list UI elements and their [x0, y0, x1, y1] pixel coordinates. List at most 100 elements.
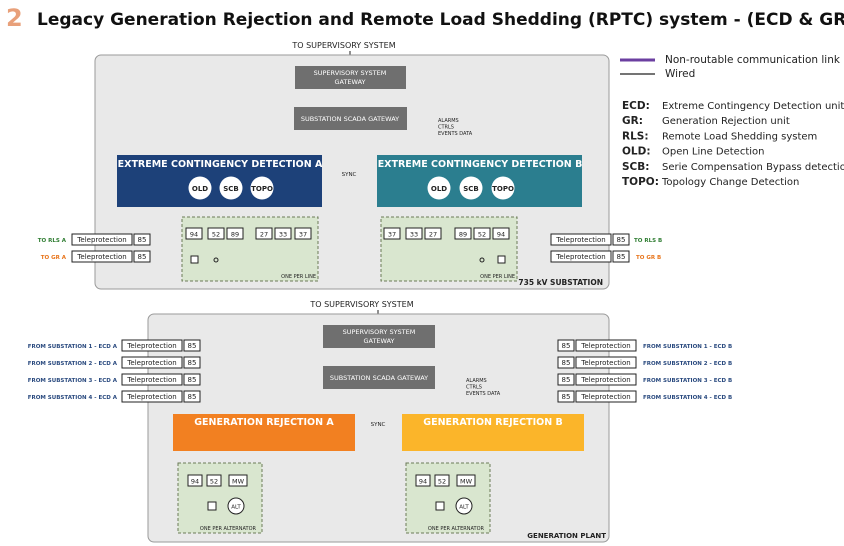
- from-b-teleprotection-label: Teleprotection: [580, 376, 630, 384]
- ecd-a-function-old: [188, 176, 212, 200]
- rls-b-teleprotection-box: [550, 233, 612, 246]
- from-b-teleprotection-label: Teleprotection: [580, 342, 630, 350]
- from-a-2-85-label: 85: [188, 359, 197, 367]
- shapes: Non-routable communication linkWiredECD:…: [28, 41, 844, 543]
- gr-a-teleprotection-label: Teleprotection: [76, 253, 126, 261]
- alarms-label: CTRLS: [438, 125, 454, 131]
- plant-gateway-label: GATEWAY: [363, 337, 394, 345]
- plant-to-supervisory-label: TO SUPERVISORY SYSTEM: [309, 300, 413, 309]
- from-b-label: FROM SUBSTATION 3 - ECD B: [643, 378, 732, 384]
- gr-b-relay-94: [415, 474, 431, 487]
- ecd-b-relay-label: 27: [429, 231, 437, 239]
- ecd-a-relay-label: 37: [299, 231, 307, 239]
- gr-b-relay-label: 94: [419, 478, 427, 486]
- gr-a-breaker-symbol: [207, 501, 217, 511]
- from-a-4-85-label: 85: [188, 393, 197, 401]
- gr-b-85-box: [612, 250, 630, 263]
- alarms-label: EVENTS DATA: [438, 131, 473, 137]
- from-b-85-label: 85: [562, 359, 571, 367]
- ecd-b-relay-52: [473, 227, 491, 240]
- ecd-a-function-label: OLD: [192, 185, 208, 193]
- breaker-symbol: [190, 255, 199, 264]
- plant-panel: [147, 313, 610, 543]
- legend-wired: Wired: [665, 68, 695, 80]
- from-b-teleprotection-label: Teleprotection: [580, 393, 630, 401]
- from-a-4-teleprotection-label: Teleprotection: [126, 393, 176, 401]
- gr-a-box: [173, 414, 355, 451]
- ecd-b-relay-27: [424, 227, 442, 240]
- gr-a-relay-label: MW: [232, 478, 245, 486]
- gr-b-label: GENERATION REJECTION B: [423, 417, 562, 428]
- to-rls-a-label: TO RLS A: [38, 238, 67, 244]
- from-a-1-teleprotection-box: [121, 339, 183, 352]
- gr-b-85-label: 85: [617, 253, 626, 261]
- from-a-2-teleprotection-label: Teleprotection: [126, 359, 176, 367]
- from-b-85-box: [557, 339, 575, 352]
- abbrev-key: GR:: [622, 115, 643, 127]
- legend-non-routable: Non-routable communication link: [665, 54, 841, 66]
- gr-a-relay-label: 94: [191, 478, 199, 486]
- plant-gateway-label: SUPERVISORY SYSTEM: [343, 328, 416, 336]
- title-number: 2: [6, 4, 23, 32]
- gr-b-relay-label: MW: [460, 478, 473, 486]
- from-b-85-box: [557, 356, 575, 369]
- rls-b-85-label: 85: [617, 236, 626, 244]
- ecd-b-label: EXTREME CONTINGENCY DETECTION B: [378, 159, 583, 170]
- from-b-label: FROM SUBSTATION 2 - ECD B: [643, 361, 732, 367]
- ecd-b-relay-label: 37: [388, 231, 396, 239]
- from-b-teleprotection-label: Teleprotection: [580, 359, 630, 367]
- sync-label: SYNC: [342, 172, 357, 178]
- to-gr-b-label: TO GR B: [636, 255, 661, 261]
- from-a-1-teleprotection-label: Teleprotection: [126, 342, 176, 350]
- gr-b-relay-52: [434, 474, 450, 487]
- from-b-label: FROM SUBSTATION 1 - ECD B: [643, 344, 732, 350]
- gr-b-relay-label: 52: [438, 478, 446, 486]
- abbrev-value: Open Line Detection: [662, 147, 765, 158]
- abbrev-key: OLD:: [622, 146, 651, 158]
- gr-b-teleprotection-label: Teleprotection: [555, 253, 605, 261]
- scada-gateway-label: SUBSTATION SCADA GATEWAY: [301, 115, 399, 123]
- abbrev-value: Topology Change Detection: [661, 177, 799, 188]
- from-b-teleprotection-box: [575, 356, 637, 369]
- ecd-a-relay-94: [185, 227, 203, 240]
- gr-a-relay-label: 52: [210, 478, 218, 486]
- ecd-a-box: [117, 155, 322, 207]
- ecd-a-relay-89: [226, 227, 244, 240]
- rls-a-85-box: [133, 233, 151, 246]
- gr-a-alternator-group: [177, 462, 263, 534]
- ecd-b-function-topo: [491, 176, 515, 200]
- supervisory-gateway-label: SUPERVISORY SYSTEM: [314, 69, 387, 77]
- abbrev-value: Extreme Contingency Detection unit: [662, 101, 844, 112]
- gr-b-box: [402, 414, 584, 451]
- from-a-3-85-box: [183, 373, 201, 386]
- ecd-b-relay-94: [492, 227, 510, 240]
- plant-scada-box: [323, 366, 435, 389]
- ecd-a-function-topo: [250, 176, 274, 200]
- gr-b-one-per-alt: ONE PER ALTERNATOR: [428, 526, 485, 532]
- plant-alarms-label: EVENTS DATA: [466, 391, 501, 397]
- ecd-b-one-per-line: ONE PER LINE: [480, 274, 515, 280]
- from-a-label: FROM SUBSTATION 3 - ECD A: [28, 378, 118, 384]
- from-b-85-label: 85: [562, 342, 571, 350]
- plant-gateway-box: [323, 325, 435, 348]
- ecd-a-relay-label: 89: [231, 231, 239, 239]
- rls-b-teleprotection-label: Teleprotection: [555, 236, 605, 244]
- ecd-b-relay-label: 94: [497, 231, 505, 239]
- gr-a-85-label: 85: [138, 253, 147, 261]
- rls-b-85-box: [612, 233, 630, 246]
- rls-a-85-label: 85: [138, 236, 147, 244]
- from-a-1-85-box: [183, 339, 201, 352]
- gr-a-85-box: [133, 250, 151, 263]
- gr-a-one-per-alt: ONE PER ALTERNATOR: [200, 526, 257, 532]
- from-a-2-85-box: [183, 356, 201, 369]
- breaker-symbol: [497, 255, 506, 264]
- ecd-b-relay-label: 33: [410, 231, 418, 239]
- from-b-teleprotection-box: [575, 373, 637, 386]
- from-a-3-85-label: 85: [188, 376, 197, 384]
- gr-b-breaker-symbol: [435, 501, 445, 511]
- from-a-2-teleprotection-box: [121, 356, 183, 369]
- ecd-a-label: EXTREME CONTINGENCY DETECTION A: [118, 159, 323, 170]
- rls-a-teleprotection-label: Teleprotection: [76, 236, 126, 244]
- ecd-a-relay-label: 33: [279, 231, 287, 239]
- ecd-a-relay-label: 52: [212, 231, 220, 239]
